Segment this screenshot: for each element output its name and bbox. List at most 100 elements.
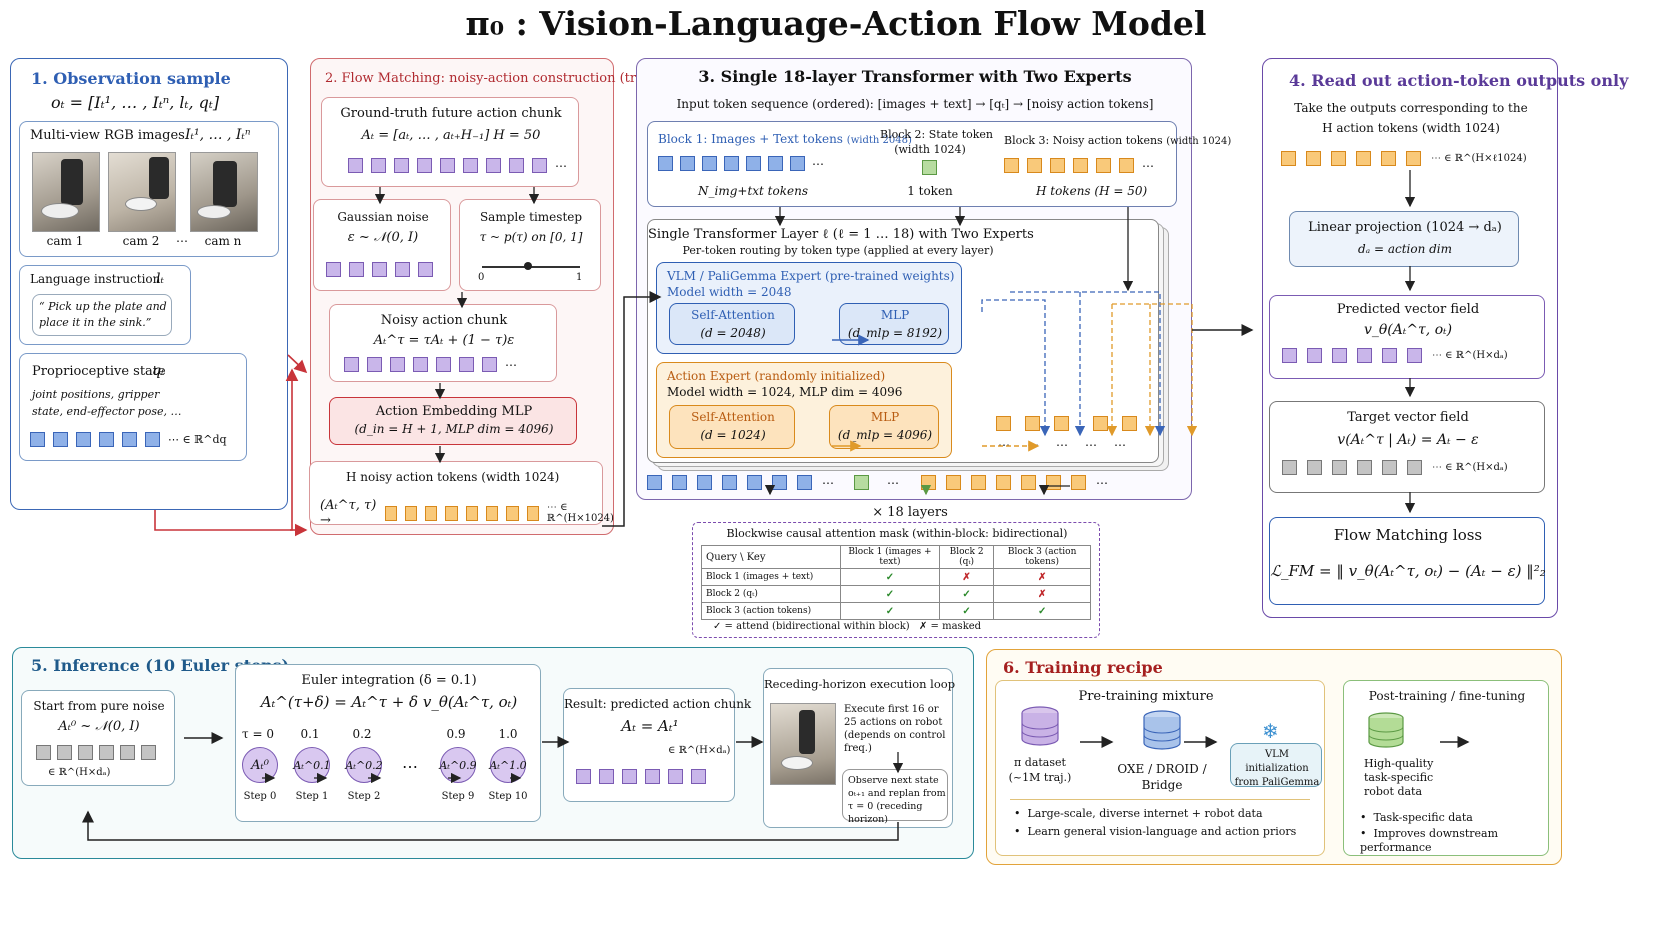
mask-cell-2-3: ✗: [993, 585, 1091, 603]
pretraining-box: Pre-training mixture π dataset (~1M traj…: [995, 680, 1325, 856]
block1-title: Block 1: Images + Text tokens (width 204…: [658, 132, 912, 146]
euler-node-2: Aₜ^0.2: [345, 747, 383, 783]
noise-start-space: ∈ ℝ^(H×dₐ): [48, 767, 111, 778]
noisy-tokens-space: ⋯ ∈ ℝ^(H×1024): [546, 502, 614, 524]
timestep-box: Sample timestep τ ~ p(τ) on [0, 1] 0 1: [459, 199, 601, 291]
mask-cell-1-2: ✗: [938, 568, 995, 586]
tau-1: 0.1: [300, 727, 320, 741]
noise-start-title: Start from pure noise: [33, 699, 165, 713]
rgb-images-box: Multi-view RGB images Iₜ¹, … , Iₜⁿ cam 1…: [19, 121, 279, 257]
proprioceptive-box: Proprioceptive state qₜ joint positions,…: [19, 353, 247, 461]
result-eq: Aₜ = Aₜ¹: [621, 717, 679, 735]
rgb-images-title: Multi-view RGB images: [30, 128, 185, 143]
vlm-title: VLM / PaliGemma Expert (pre-trained weig…: [667, 269, 955, 283]
mask-row-label-2: Block 2 (qₜ): [701, 585, 841, 603]
noise-equation: ε ~ 𝒩(0, I): [347, 230, 419, 245]
proprio-symbol: qₜ: [152, 363, 165, 379]
timestep-title: Sample timestep: [479, 210, 583, 224]
camera-image-n: [190, 152, 258, 232]
language-title: Language instruction: [30, 272, 161, 286]
state-token: [922, 160, 937, 175]
step-0: Step 0: [243, 791, 277, 802]
gt-tokens: ⋯: [348, 158, 567, 173]
loss-eq: ℒ_FM = ‖ v_θ(Aₜ^τ, oₜ) − (Aₜ − ε) ‖²₂: [1270, 562, 1546, 580]
mask-cell-2-1: ✓: [840, 585, 940, 603]
block2-count: 1 token: [907, 184, 953, 198]
linear-sub: dₐ = action dim: [1357, 242, 1453, 256]
mask-cell-1-3: ✗: [993, 568, 1091, 586]
language-quote: “ Pick up the plate and place it in the …: [39, 300, 167, 329]
layer-output-tokens: [996, 416, 1137, 431]
noise-title: Gaussian noise: [337, 210, 429, 224]
oxe-dataset-label: OXE / DROID / Bridge: [1117, 762, 1207, 792]
camera-image-2: [108, 152, 176, 232]
vlm-sa-dim: (d = 2048): [700, 326, 766, 340]
transformer-title: 3. Single 18-layer Transformer with Two …: [698, 67, 1132, 86]
training-title: 6. Training recipe: [1003, 658, 1163, 677]
flow-matching-panel: 2. Flow Matching: noisy-action construct…: [309, 58, 716, 535]
pred-title: Predicted vector field: [1336, 302, 1480, 317]
mask-cell-3-3: ✓: [993, 602, 1091, 620]
receding-horizon-box: Receding-horizon execution loop Execute …: [763, 668, 955, 828]
target-title: Target vector field: [1347, 410, 1469, 425]
emb-eq: (d_in = H + 1, MLP dim = 4096): [354, 422, 554, 436]
noisy-title: Noisy action chunk: [380, 313, 508, 328]
pretraining-bullet-1: • Large-scale, diverse internet + robot …: [1014, 807, 1263, 820]
observation-equation: oₜ = [Iₜ¹, … , Iₜⁿ, lₜ, qₜ]: [51, 93, 220, 112]
readout-desc-1: Take the outputs corresponding to the: [1294, 101, 1528, 115]
tau-9: 0.9: [446, 727, 466, 741]
act-mlp-dim: (d_mlp = 4096): [837, 428, 933, 442]
emb-title: Action Embedding MLP: [375, 404, 533, 419]
euler-node-9: Aₜ^0.9: [439, 747, 477, 783]
page-title: π₀ : Vision-Language-Action Flow Model: [465, 4, 1207, 43]
noisy-tokens: ⋯: [344, 357, 517, 372]
euler-node-1: Aₜ^0.1: [293, 747, 331, 783]
transformer-panel: 3. Single 18-layer Transformer with Two …: [636, 58, 1231, 500]
observation-title: 1. Observation sample: [31, 69, 231, 88]
pretraining-divider: [1010, 799, 1310, 800]
language-symbol: lₜ: [156, 271, 164, 287]
pred-eq: v_θ(Aₜ^τ, oₜ): [1363, 322, 1453, 338]
gt-title: Ground-truth future action chunk: [340, 106, 562, 121]
mask-header-2: Block 2 (qₜ): [938, 545, 995, 569]
cam-label-2: cam 2: [122, 234, 160, 248]
mask-cell-3-1: ✓: [840, 602, 940, 620]
target-eq: v(Aₜ^τ | Aₜ) = Aₜ − ε: [1337, 432, 1479, 448]
act-sa-label: Self-Attention: [691, 410, 775, 424]
flow-matching-loss-box: Flow Matching loss ℒ_FM = ‖ v_θ(Aₜ^τ, oₜ…: [1269, 517, 1546, 605]
language-quote-box: “ Pick up the plate and place it in the …: [32, 294, 172, 336]
proprio-tokens: ⋯ ∈ ℝ^dq: [30, 432, 227, 447]
pure-noise-box: Start from pure noise Aₜ⁰ ~ 𝒩(0, I) ∈ ℝ^…: [21, 690, 175, 786]
mask-header-3: Block 3 (action tokens): [993, 545, 1091, 569]
layer-subtitle: Per-token routing by token type (applied…: [682, 244, 994, 257]
mask-header-0: Query \ Key: [701, 545, 841, 569]
layer-output-ellipsis: ⋯⋯⋯⋯⋯: [998, 438, 1143, 452]
transformer-output-tokens: ⋯ ⋯ ⋯: [647, 475, 1108, 490]
step-9: Step 9: [441, 791, 475, 802]
pi-dataset-label: π dataset (~1M traj.): [1008, 756, 1072, 784]
camera-image-1: [32, 152, 100, 232]
vlm-mlp-label: MLP: [880, 308, 910, 322]
robot-photo: [770, 703, 836, 785]
mask-cell-2-2: ✓: [938, 585, 995, 603]
observation-panel: 1. Observation sample oₜ = [Iₜ¹, … , Iₜⁿ…: [10, 58, 288, 510]
cam-label-ellipsis: ⋯: [176, 234, 188, 248]
action-expert-title: Action Expert (randomly initialized): [667, 369, 886, 383]
loss-title: Flow Matching loss: [1333, 526, 1483, 544]
attention-mask-box: Blockwise causal attention mask (within-…: [692, 522, 1100, 638]
target-field-box: Target vector field v(Aₜ^τ | Aₜ) = Aₜ − …: [1269, 401, 1545, 493]
action-mlp: MLP (d_mlp = 4096): [829, 405, 939, 449]
target-space: ⋯ ∈ ℝ^(H×dₐ): [1432, 462, 1508, 473]
noise-start-eq: Aₜ⁰ ~ 𝒩(0, I): [58, 719, 140, 734]
pretraining-title: Pre-training mixture: [1078, 689, 1214, 704]
pi-dataset-icon: [1021, 706, 1059, 746]
block1-tokens: ⋯: [658, 156, 824, 171]
rh-observe-box: Observe next state oₜ₊₁ and replan from …: [842, 769, 948, 825]
timestep-zero: 0: [478, 272, 485, 283]
timestep-equation: τ ~ p(τ) on [0, 1]: [479, 230, 583, 244]
mask-legend-attend: ✓ = attend (bidirectional within block): [713, 621, 910, 632]
target-tokens: ⋯ ∈ ℝ^(H×dₐ): [1282, 460, 1508, 475]
block3-count: H tokens (H = 50): [1036, 184, 1148, 198]
vlm-self-attention: Self-Attention (d = 2048): [669, 303, 795, 345]
block2-width: (width 1024): [894, 143, 966, 156]
